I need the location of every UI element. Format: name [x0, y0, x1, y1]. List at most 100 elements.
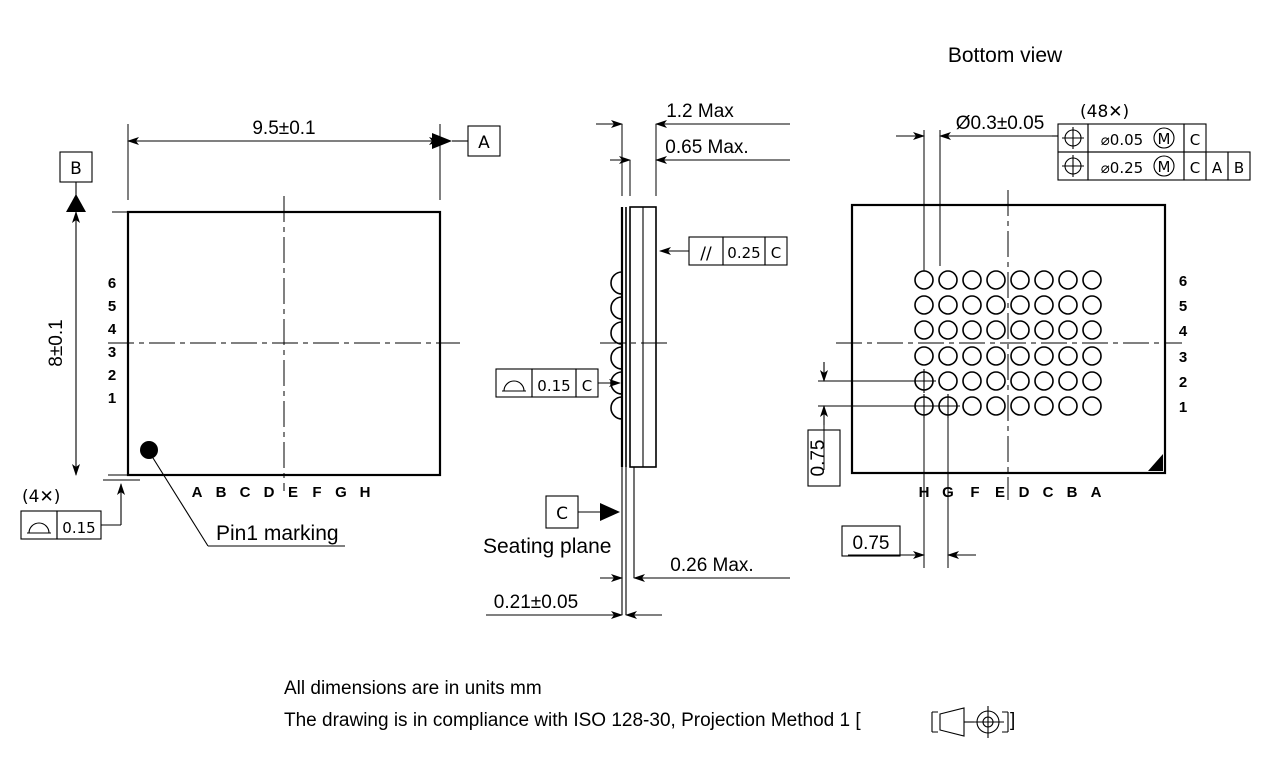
note-line-1: All dimensions are in units mm: [284, 678, 542, 699]
side-ball-6: [610, 396, 623, 420]
bv-row-label-1: 1: [1179, 399, 1187, 416]
pin1-leader-line: [152, 457, 209, 547]
top-view-column-labels: A B C D E F G H: [192, 484, 371, 501]
notes-group: All dimensions are in units mm The drawi…: [284, 678, 1015, 738]
bv-row-label-6: 6: [1179, 273, 1187, 290]
ball-E6: [986, 270, 1006, 290]
bv-col-label-c: C: [1043, 484, 1054, 501]
datum-b-label: B: [70, 159, 82, 179]
pos2-modifier-letter: M: [1158, 158, 1171, 176]
col-label-h: H: [360, 484, 371, 501]
pos1-datum-c-label: C: [1190, 131, 1200, 149]
ball-D1: [1010, 396, 1030, 416]
flatness-value-label: 0.15: [62, 519, 95, 537]
row-label-5: 5: [108, 298, 116, 315]
datum-a-box: [467, 125, 501, 157]
side-ball-4: [610, 346, 623, 370]
ball-B2: [1058, 371, 1078, 391]
ball-C1: [1034, 396, 1054, 416]
ball-E1: [986, 396, 1006, 416]
ball-H4: [914, 320, 934, 340]
parallelism-feature-control-frame: // 0.25 C: [688, 236, 788, 266]
profile-value-label: 0.15: [537, 377, 570, 395]
ball-E4: [986, 320, 1006, 340]
ball-F2: [962, 371, 982, 391]
row-label-4: 4: [108, 321, 117, 338]
col-label-b: B: [216, 484, 227, 501]
mmc-modifier-icon-1: [1153, 127, 1175, 149]
ball-A4: [1082, 320, 1102, 340]
side-view-balls: [610, 271, 623, 420]
ball-diameter-dimension-label: Ø0.3±0.05: [956, 113, 1045, 134]
datum-c-triangle: [600, 503, 620, 521]
ball-B5: [1058, 295, 1078, 315]
ball-B4: [1058, 320, 1078, 340]
ball-H3: [914, 346, 934, 366]
ball-F6: [962, 270, 982, 290]
ball-F5: [962, 295, 982, 315]
ball-standoff-dimension-label: 0.26 Max.: [670, 555, 753, 576]
side-view-group: 1.2 Max 0.65 Max. // 0.25 C 0.15 C: [483, 101, 790, 619]
bv-col-label-f: F: [970, 484, 979, 501]
profile-datum-label: C: [582, 377, 592, 395]
side-ball-1: [610, 271, 623, 295]
corner-index-triangle: [1148, 454, 1163, 471]
bv-row-label-4: 4: [1179, 323, 1188, 340]
ball-D3: [1010, 346, 1030, 366]
pos2-datum-b-cell: [1227, 151, 1251, 181]
bv-row-label-5: 5: [1179, 298, 1187, 315]
datum-c-label: C: [556, 504, 568, 524]
mmc-modifier-icon-2: [1153, 155, 1175, 177]
width-dimension-label: 9.5±0.1: [252, 118, 315, 139]
ball-D4: [1010, 320, 1030, 340]
position-icon-2: [1062, 155, 1084, 177]
seating-plane-label: Seating plane: [483, 535, 611, 558]
ball-F1: [962, 396, 982, 416]
pos1-modifier-letter: M: [1158, 130, 1171, 148]
bv-col-label-d: D: [1019, 484, 1030, 501]
bottom-view-group: Bottom view: [807, 44, 1251, 568]
pin1-marking-dot: [140, 441, 158, 459]
ball-D2: [1010, 371, 1030, 391]
fcf-symbol-cell: [20, 510, 58, 540]
bv-row-label-3: 3: [1179, 349, 1187, 366]
substrate-dimension-label: 0.21±0.05: [494, 592, 578, 613]
col-label-a: A: [192, 484, 203, 501]
ball-G5: [938, 295, 958, 315]
datum-a-triangle: [432, 133, 452, 149]
ball-B6: [1058, 270, 1078, 290]
first-angle-projection-icon: [931, 706, 1009, 738]
ball-grid: [912, 270, 1102, 418]
side-ball-2: [610, 296, 623, 320]
pos2-datum-b-label: B: [1234, 159, 1244, 177]
row-label-3: 3: [108, 344, 116, 361]
position-feature-control-frame-row1: ⌀0.05 M C: [1057, 123, 1207, 153]
ball-C6: [1034, 270, 1054, 290]
ball-quantity-label: (48✕): [1080, 102, 1129, 122]
row-label-2: 2: [108, 367, 116, 384]
bottom-view-title: Bottom view: [948, 44, 1063, 67]
total-height-dimension-label: 1.2 Max: [666, 101, 734, 122]
top-view-group: 9.5±0.1 A B 8±0.1 6 5 4 3 2 1: [20, 118, 501, 547]
ball-G2: [938, 371, 958, 391]
ball-H6: [914, 270, 934, 290]
col-label-c: C: [240, 484, 251, 501]
datum-a-label: A: [478, 133, 490, 153]
ball-H5: [914, 295, 934, 315]
bottom-view-row-labels: 6 5 4 3 2 1: [1179, 273, 1188, 416]
flatness-quantity-label: (4✕): [22, 487, 60, 507]
parallelism-datum-cell: [764, 236, 788, 266]
height-dimension-label: 8±0.1: [46, 319, 67, 366]
col-label-g: G: [335, 484, 347, 501]
datum-b-triangle: [66, 194, 86, 212]
row-label-6: 6: [108, 275, 116, 292]
row-label-1: 1: [108, 390, 116, 407]
ball-G4: [938, 320, 958, 340]
bottom-view-column-labels: H G F E D C B A: [919, 484, 1102, 501]
ball-D5: [1010, 295, 1030, 315]
col-label-f: F: [312, 484, 321, 501]
ball-center-crosshairs: [912, 369, 960, 418]
profile-symbol-cell: [495, 368, 533, 398]
bv-col-label-b: B: [1067, 484, 1078, 501]
